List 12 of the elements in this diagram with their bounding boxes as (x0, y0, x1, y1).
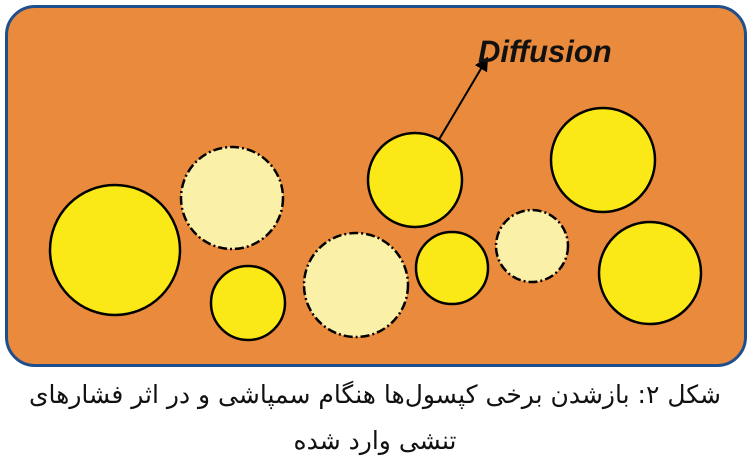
capsule-circle (48, 183, 182, 317)
open-capsule-circle (179, 145, 285, 251)
capsule-circle (209, 264, 287, 342)
figure-caption: شکل ۲: بازشدن برخی کپسول‌ها هنگام سمپاشی و در اثر فشارهای تنشی وارد شده (28, 379, 722, 458)
open-capsule-circle (494, 208, 570, 284)
capsule-circle (414, 230, 490, 306)
diffusion-label: Diffusion (478, 36, 612, 67)
capsule-circle (366, 131, 464, 229)
arrow (438, 56, 488, 140)
capsule-circle (549, 106, 657, 214)
open-capsule-circle (302, 231, 410, 339)
capsule-circle (597, 220, 703, 326)
